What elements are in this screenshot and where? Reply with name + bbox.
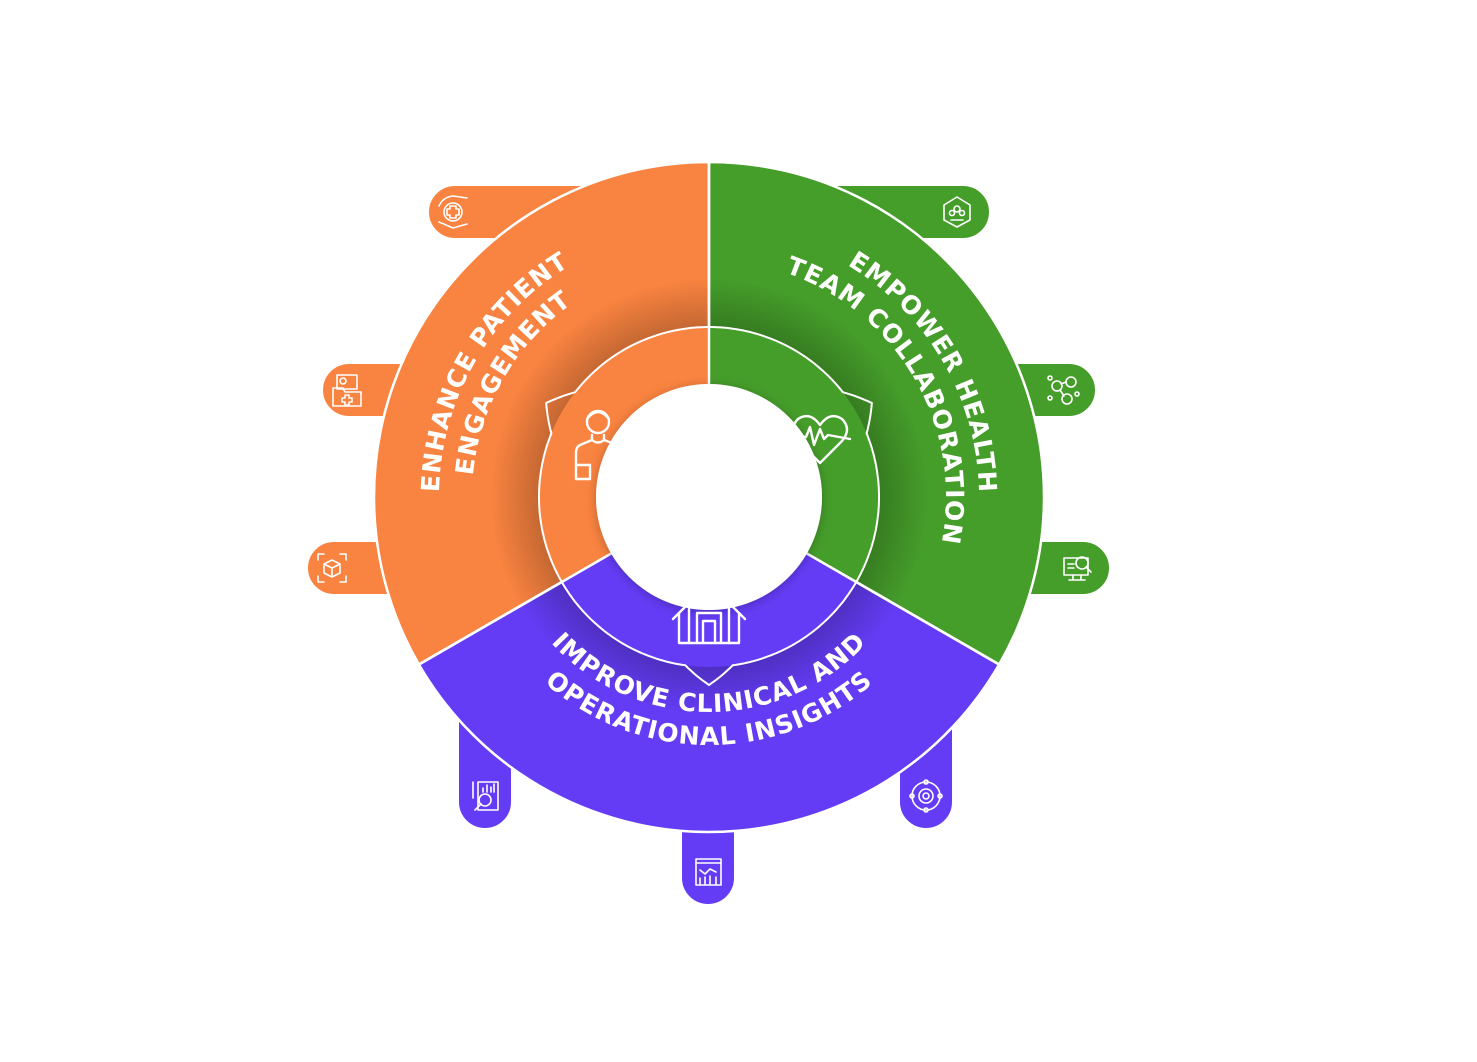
team-network-icon xyxy=(943,196,971,228)
medical-folder-icon xyxy=(332,374,362,407)
heart-pulse-icon xyxy=(788,414,852,465)
inner-segment-insights xyxy=(561,553,857,667)
segment-divider xyxy=(418,552,612,666)
report-analysis-icon xyxy=(472,781,499,811)
inner-segment-team xyxy=(709,327,879,582)
3d-cube-scan-icon xyxy=(317,553,347,583)
gear-cycle-icon xyxy=(909,779,943,813)
dashboard-chart-icon xyxy=(695,858,722,886)
inner-ring xyxy=(418,162,1000,687)
segment-divider xyxy=(806,552,1000,666)
caring-hands-medical-icon xyxy=(438,195,468,229)
patient-person-icon xyxy=(574,409,614,481)
inner-ring-border xyxy=(538,326,880,687)
hospital-building-icon xyxy=(671,603,747,645)
people-connection-icon xyxy=(1047,375,1080,405)
center-circle xyxy=(596,384,822,610)
monitor-search-icon xyxy=(1063,556,1092,581)
center-icons xyxy=(574,409,852,645)
inner-segment-patient xyxy=(539,327,709,582)
